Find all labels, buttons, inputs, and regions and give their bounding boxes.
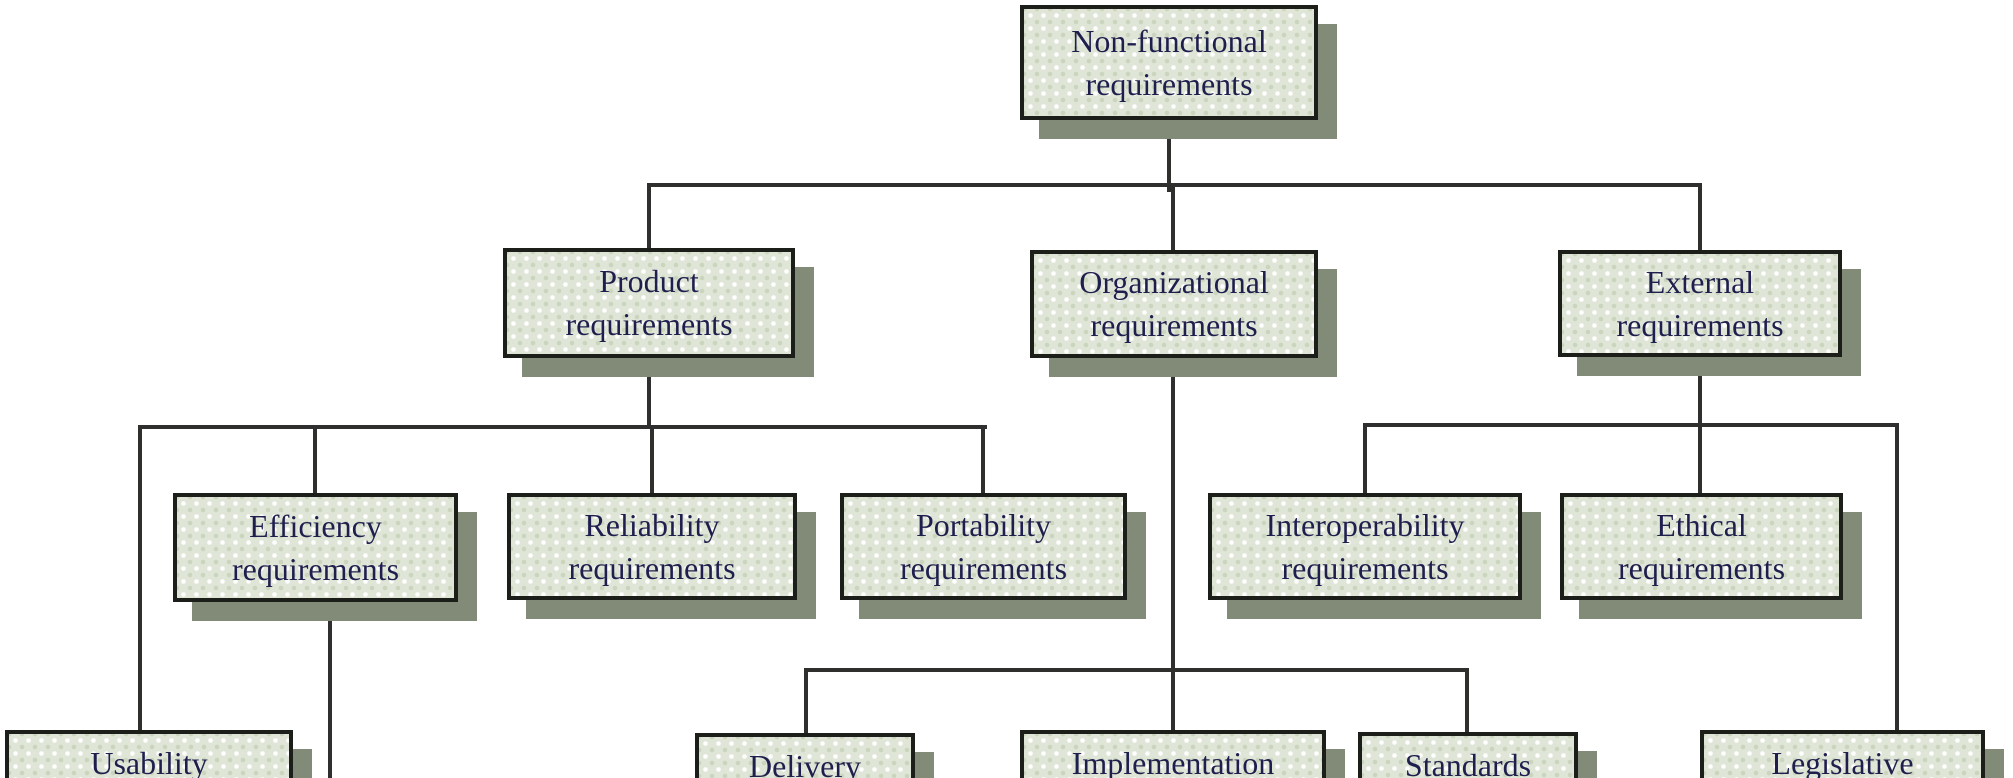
node-label-line: Ethical <box>1656 506 1747 543</box>
node-label-line: Organizational <box>1079 264 1269 300</box>
node-legislative-requirements: Legislative <box>1700 730 1985 778</box>
node-label-line: Legislative <box>1771 745 1914 778</box>
connector-external-children-horizontal <box>1363 423 1899 427</box>
node-efficiency-requirements: Efficiency requirements <box>173 493 458 602</box>
node-interoperability-requirements: Interoperability requirements <box>1208 493 1522 600</box>
node-reliability-requirements: Reliability requirements <box>507 493 797 600</box>
connector-drop-delivery <box>804 668 808 733</box>
node-label-line: requirements <box>1085 65 1253 102</box>
node-label-line: requirements <box>1616 306 1784 343</box>
connector-drop-portability <box>981 425 985 493</box>
node-label-line: Product <box>599 263 699 299</box>
node-label-line: Efficiency <box>249 507 382 544</box>
connector-drop-standards <box>1465 668 1469 732</box>
node-label-line: requirements <box>565 306 733 342</box>
connector-drop-product <box>647 183 651 248</box>
node-label-line: Reliability <box>584 506 720 543</box>
node-label-line: Non-functional <box>1071 22 1267 59</box>
connector-drop-organizational <box>1171 183 1175 252</box>
connector-drop-ethical <box>1698 423 1702 493</box>
node-label-line: Implementation <box>1071 745 1275 778</box>
node-label-line: requirements <box>231 550 400 587</box>
node-label-line: requirements <box>899 549 1068 586</box>
node-label-line: Standards <box>1404 747 1532 778</box>
node-product-requirements: Product requirements <box>503 248 795 358</box>
connector-drop-reliability <box>650 425 654 493</box>
connector-root-stub <box>1167 120 1171 192</box>
node-label-line: Usability <box>90 745 208 778</box>
connector-efficiency-children-stub <box>328 602 332 778</box>
connector-organizational-stub <box>1171 358 1175 670</box>
connector-drop-legislative <box>1895 423 1899 730</box>
node-label-line: requirements <box>568 549 736 586</box>
connector-drop-implementation <box>1171 668 1175 730</box>
node-ethical-requirements: Ethical requirements <box>1560 493 1843 600</box>
node-label-line: requirements <box>1090 307 1258 343</box>
node-label-line: requirements <box>1617 549 1786 586</box>
node-standards-requirements: Standards <box>1358 732 1578 778</box>
node-portability-requirements: Portability requirements <box>840 493 1127 600</box>
connector-external-stub <box>1698 357 1702 427</box>
node-label-line: Delivery <box>749 748 861 778</box>
node-organizational-requirements: Organizational requirements <box>1030 250 1318 358</box>
node-non-functional-requirements: Non-functional requirements <box>1020 5 1318 120</box>
connector-drop-usability <box>138 425 142 730</box>
node-usability-requirements: Usability <box>5 730 293 778</box>
node-label-line: Interoperability <box>1265 506 1465 543</box>
node-external-requirements: External requirements <box>1558 250 1842 357</box>
connector-organizational-children-horizontal <box>804 668 1469 672</box>
node-delivery-requirements: Delivery <box>695 733 915 778</box>
connector-drop-interoperability <box>1363 423 1367 493</box>
node-label-line: External <box>1645 263 1755 300</box>
node-label-line: Portability <box>915 506 1052 543</box>
connector-drop-external <box>1698 183 1702 250</box>
connector-product-children-horizontal <box>138 425 987 429</box>
node-label-line: requirements <box>1281 549 1449 586</box>
node-implementation-requirements: Implementation <box>1020 730 1326 778</box>
connector-drop-efficiency <box>313 425 317 493</box>
connector-product-stub <box>647 358 651 429</box>
